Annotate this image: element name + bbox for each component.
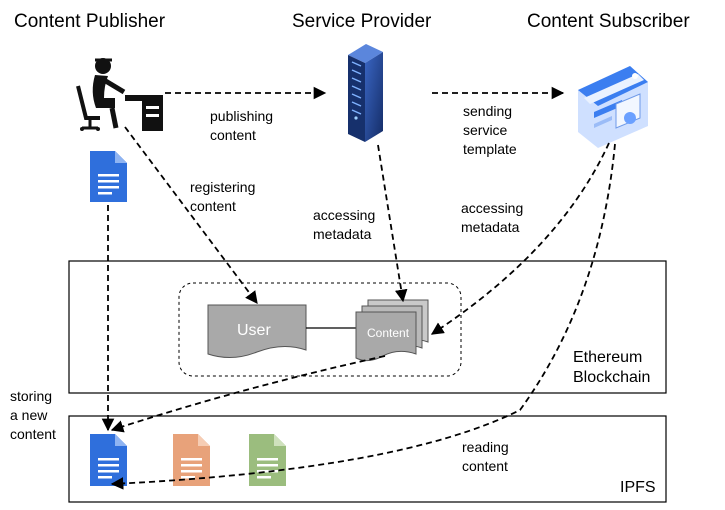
registering-arrow — [124, 126, 258, 305]
reading-label-1: reading — [462, 439, 509, 455]
document-icon — [249, 434, 286, 486]
blockchain-name-line2: Blockchain — [573, 369, 650, 386]
reading-arrow — [110, 143, 616, 490]
header-content-publisher: Content Publisher — [14, 11, 166, 32]
storing-label-1: storing — [10, 388, 52, 404]
content-document-label: Content — [367, 326, 410, 340]
sending-label-3: template — [463, 141, 517, 157]
user-document: User — [207, 304, 307, 358]
smart-contract-group — [178, 282, 462, 377]
subscriber-accessing-label-1: accessing — [461, 200, 523, 216]
storing-label-3: content — [10, 426, 56, 442]
provider-accessing-label-1: accessing — [313, 207, 375, 223]
provider-accessing-arrow — [377, 144, 408, 303]
person-at-desk-icon — [76, 58, 163, 131]
provider-accessing-label-2: metadata — [313, 226, 372, 242]
content-document-stack: Content — [355, 299, 429, 362]
document-icon — [90, 434, 127, 486]
storing-label-2: a new — [10, 407, 48, 423]
blockchain-name-line1: Ethereum — [573, 349, 642, 366]
reading-label-2: content — [462, 458, 508, 474]
ipfs-box — [68, 415, 667, 503]
content-to-ipfs-arrow — [110, 355, 386, 433]
header-content-subscriber: Content Subscriber — [527, 11, 690, 32]
document-icon — [90, 151, 127, 202]
registering-label-2: content — [190, 198, 236, 214]
subscriber-accessing-arrow — [430, 142, 610, 335]
registering-label-1: registering — [190, 179, 255, 195]
sending-label-1: sending — [463, 103, 512, 119]
sending-label-2: service — [463, 122, 508, 138]
publishing-label-2: content — [210, 127, 256, 143]
ipfs-label: IPFS — [620, 479, 656, 496]
certificate-browser-icon — [578, 66, 648, 148]
server-rack-icon — [348, 44, 383, 142]
user-document-label: User — [237, 322, 271, 339]
header-service-provider: Service Provider — [292, 11, 432, 32]
subscriber-accessing-label-2: metadata — [461, 219, 520, 235]
document-icon — [173, 434, 210, 486]
publishing-label-1: publishing — [210, 108, 273, 124]
ethereum-blockchain-box — [68, 260, 667, 394]
